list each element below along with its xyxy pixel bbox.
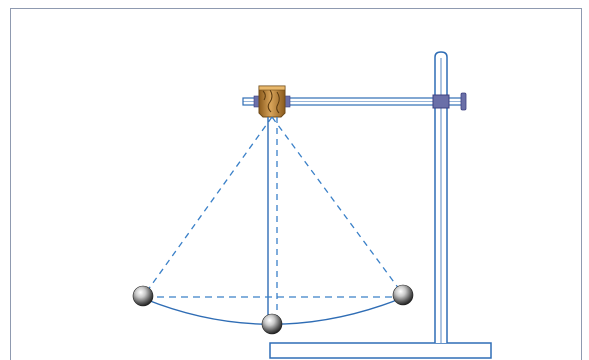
- stand-base: [269, 342, 492, 359]
- clamp-knob: [460, 92, 467, 111]
- stand-rod: [434, 51, 448, 343]
- boss-clamp: [432, 94, 450, 109]
- string-dashed-left: [144, 116, 273, 295]
- string-dashed-right: [271, 116, 403, 294]
- pendulum-bob-center: [261, 313, 283, 335]
- pendulum-bob-right: [392, 284, 414, 306]
- diagram-frame: [10, 8, 582, 360]
- pendulum-bob-left: [132, 285, 154, 307]
- suspension-clamp: [253, 85, 291, 118]
